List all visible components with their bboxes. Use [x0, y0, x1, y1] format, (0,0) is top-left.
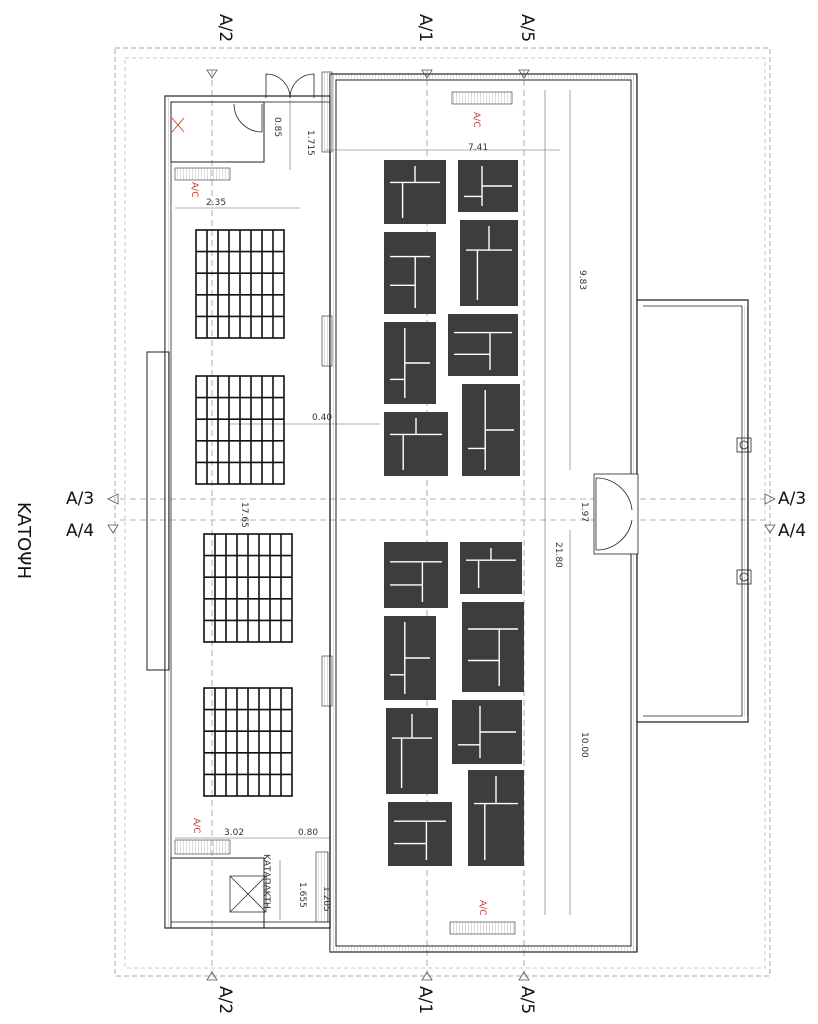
entrance-door — [593, 473, 639, 555]
section-marker-right: A/4 — [778, 521, 806, 541]
section-marker-top: A/2 — [215, 14, 235, 42]
furniture-block — [388, 802, 452, 866]
dim-lower-room: 3.02 — [224, 828, 244, 838]
ac-label: A/C — [471, 112, 481, 127]
section-marker-top: A/5 — [517, 14, 537, 42]
ac-unit — [174, 839, 231, 855]
dim-entry: 1.97 — [579, 502, 589, 522]
dim-stair: 1.655 — [297, 882, 307, 908]
plan-title: ΚΑΤΟΨΗ — [13, 502, 34, 579]
dim-length-total: 17.65 — [239, 502, 249, 528]
trapdoor — [229, 875, 267, 913]
furniture-block — [384, 232, 436, 314]
ac-unit — [451, 91, 513, 105]
dim-small-room: 2.35 — [206, 198, 226, 208]
section-marker-bottom: A/1 — [415, 986, 435, 1014]
dim-width-main: 21.80 — [553, 542, 563, 568]
desk-grids — [195, 229, 293, 797]
trapdoor-label: ΚΑΤΑΠΑΚΤΗ — [261, 854, 271, 909]
dim-lower-gap: 0.80 — [298, 828, 318, 838]
ac-label: A/C — [477, 900, 487, 915]
section-marker-right: A/3 — [778, 489, 806, 509]
top-door — [233, 73, 315, 133]
left-wing — [146, 71, 333, 929]
section-marker-top: A/1 — [415, 14, 435, 42]
dim-door-upper: 1.715 — [305, 130, 315, 156]
dimension-lines — [175, 90, 571, 920]
dim-corridor: 0.40 — [312, 413, 332, 423]
furniture-blocks — [384, 160, 524, 866]
ac-units: A/C A/C A/C A/C — [171, 91, 516, 935]
section-marker-bottom: A/5 — [517, 986, 537, 1014]
section-marker-left: A/3 — [66, 489, 94, 509]
dim-room-a: 7.41 — [468, 143, 488, 153]
inner-boundary — [124, 57, 766, 969]
section-marker-left: A/4 — [66, 521, 94, 541]
dim-stair-small: 1.205 — [321, 886, 331, 912]
ac-label: A/C — [191, 818, 201, 833]
furniture-block — [448, 314, 518, 376]
ac-unit — [174, 167, 231, 181]
ac-label: A/C — [189, 182, 199, 197]
section-marker-bottom: A/2 — [215, 986, 235, 1014]
furniture-block — [384, 542, 448, 608]
right-annex — [637, 299, 752, 723]
dim-door-upper-small: 0.85 — [272, 117, 282, 137]
dim-span-upper: 9.83 — [577, 270, 587, 290]
furniture-block — [462, 602, 524, 692]
section-markers: A/2 A/1 A/5 A/2 A/1 A/5 A/3 A/4 A/3 A/4 — [66, 14, 806, 1014]
dim-span-lower: 10.00 — [579, 732, 589, 758]
ac-unit — [449, 921, 516, 935]
